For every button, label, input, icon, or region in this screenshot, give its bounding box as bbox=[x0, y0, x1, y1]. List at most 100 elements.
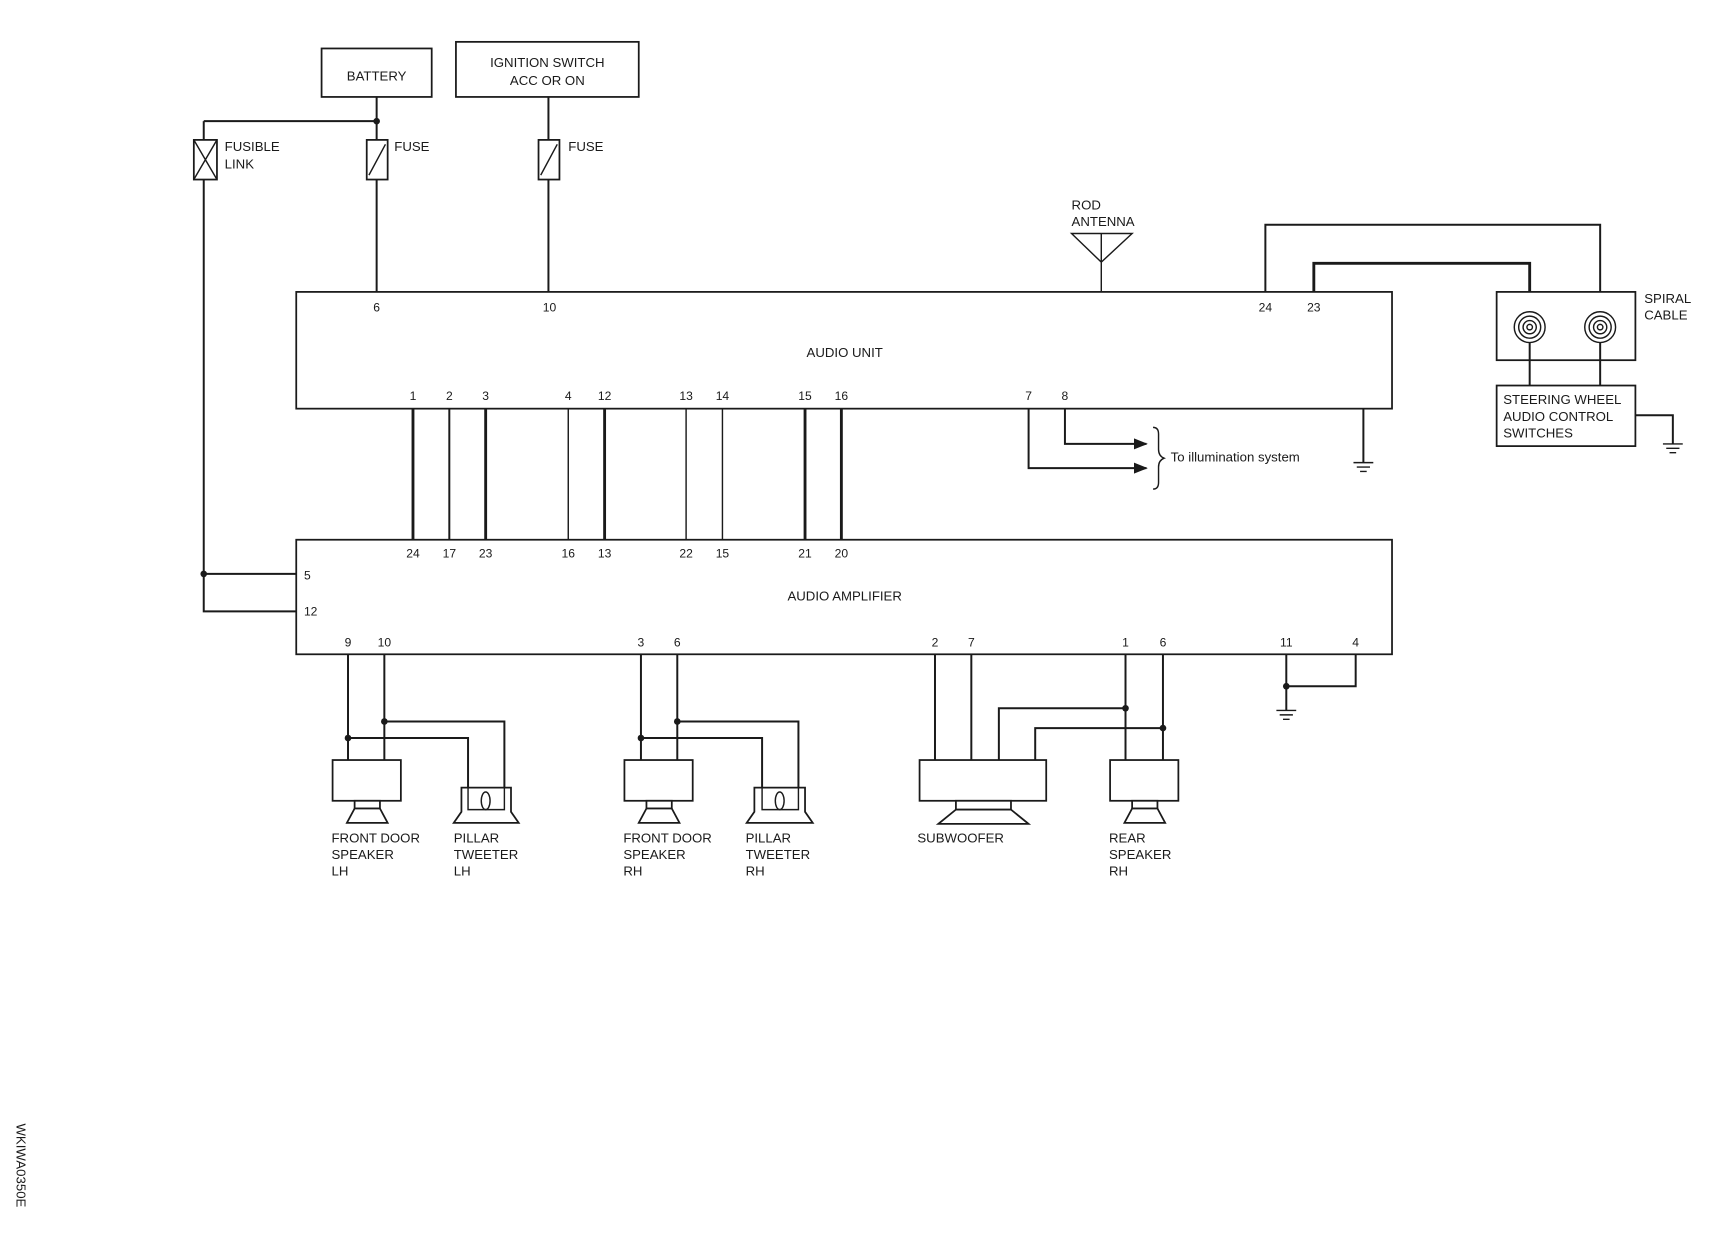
audio-unit-pin-top: 10 bbox=[543, 301, 557, 315]
junction-front-lh bbox=[344, 734, 352, 742]
wire-tweeter-lh-a bbox=[384, 720, 506, 788]
wire-steering-switches-ground bbox=[1635, 414, 1674, 444]
spiral-coil-icon bbox=[1584, 311, 1617, 344]
illumination-wiring: To illumination system bbox=[1027, 408, 1300, 490]
speaker-label-1: PILLAR bbox=[454, 831, 500, 846]
fusible-link-cross bbox=[193, 139, 218, 180]
junction-amp-5 bbox=[200, 570, 208, 578]
fuse-battery: FUSE bbox=[365, 139, 430, 181]
audio-amplifier: AUDIO AMPLIFIER 24 17 23 16 13 22 15 21 … bbox=[295, 538, 1393, 656]
audio-unit-pin-bottom: 14 bbox=[716, 389, 730, 403]
audio-unit-pin-bottom: 8 bbox=[1062, 389, 1069, 403]
speaker-label-1: FRONT DOOR bbox=[331, 831, 420, 846]
audio-unit-pin-top: 23 bbox=[1307, 301, 1321, 315]
speaker-label-1: SUBWOOFER bbox=[917, 831, 1004, 846]
speaker-neck bbox=[353, 799, 381, 810]
illumination-brace bbox=[1152, 426, 1166, 490]
amp-pin-bottom: 9 bbox=[345, 636, 352, 650]
steering-wiring bbox=[1264, 223, 1602, 312]
ground-icon bbox=[1276, 709, 1297, 720]
ground-icon bbox=[1353, 461, 1374, 473]
audio-unit: AUDIO UNIT 6 10 24 23 1 2 3 4 12 13 14 1… bbox=[295, 291, 1393, 410]
speaker-magnet bbox=[1109, 759, 1180, 802]
amp-pin-top: 17 bbox=[443, 546, 457, 560]
audio-unit-ground bbox=[1353, 408, 1374, 473]
speaker-label-3: RH bbox=[623, 864, 642, 879]
rod-antenna: ROD ANTENNA bbox=[1069, 197, 1135, 292]
audio-amplifier-label: AUDIO AMPLIFIER bbox=[787, 588, 901, 603]
speaker-label-1: FRONT DOOR bbox=[623, 831, 712, 846]
amp-pin-top: 13 bbox=[598, 546, 612, 560]
antenna-label-1: ROD bbox=[1072, 197, 1101, 212]
pillar-tweeter-lh: PILLAR TWEETER LH bbox=[452, 786, 521, 879]
speaker-label-2: TWEETER bbox=[454, 847, 519, 862]
audio-unit-pin-bottom: 13 bbox=[679, 389, 693, 403]
speaker-label-2: TWEETER bbox=[746, 847, 811, 862]
speaker-label-2: SPEAKER bbox=[331, 847, 393, 862]
amp-pin-bottom: 11 bbox=[1280, 636, 1293, 650]
audio-unit-pin-bottom: 1 bbox=[410, 389, 417, 403]
rear-speaker-rh: REAR SPEAKER RH bbox=[1109, 759, 1180, 879]
amp-pin-bottom: 10 bbox=[378, 636, 392, 650]
subwoofer: SUBWOOFER bbox=[917, 759, 1048, 846]
speaker-label-1: PILLAR bbox=[746, 831, 792, 846]
amp-pin-top: 16 bbox=[562, 546, 576, 560]
junction-front-rh bbox=[673, 718, 681, 725]
amp-pin-top: 23 bbox=[479, 546, 493, 560]
spiral-coil-ring bbox=[1592, 319, 1608, 335]
amp-pin-bottom: 6 bbox=[674, 636, 681, 650]
wire-tweeter-lh-b bbox=[348, 737, 470, 788]
figure-id: WKIWA0350E bbox=[14, 1123, 29, 1207]
junction-amp-ground bbox=[1282, 682, 1290, 690]
speaker-label-2: SPEAKER bbox=[1109, 847, 1171, 862]
audio-unit-pin-top: 24 bbox=[1259, 301, 1273, 315]
wire-audio-unit-23-to-spiral bbox=[1312, 261, 1532, 312]
antenna-label-2: ANTENNA bbox=[1072, 214, 1135, 229]
steering-switches-label-2: AUDIO CONTROL bbox=[1503, 409, 1613, 424]
front-door-speaker-lh: FRONT DOOR SPEAKER LH bbox=[331, 759, 420, 879]
amp-pin-top: 15 bbox=[716, 546, 730, 560]
spiral-coil-ring bbox=[1526, 323, 1534, 331]
amp-pin-bottom: 2 bbox=[932, 636, 939, 650]
speaker-label-3: RH bbox=[1109, 864, 1128, 879]
audio-unit-pin-bottom: 7 bbox=[1025, 389, 1032, 403]
audio-unit-pin-bottom: 15 bbox=[798, 389, 812, 403]
fuse-battery-label: FUSE bbox=[394, 139, 429, 154]
amp-pin-left: 5 bbox=[304, 568, 311, 582]
audio-unit-pin-top: 6 bbox=[373, 301, 380, 315]
battery-box bbox=[320, 47, 433, 98]
wire-audio-unit-7-illumination bbox=[1027, 408, 1148, 474]
audio-unit-label: AUDIO UNIT bbox=[807, 345, 883, 360]
speaker-magnet bbox=[918, 759, 1048, 802]
speaker-label-2: SPEAKER bbox=[623, 847, 685, 862]
speaker-neck bbox=[955, 799, 1012, 811]
amp-pin-top: 20 bbox=[835, 546, 849, 560]
illumination-label: To illumination system bbox=[1171, 450, 1300, 465]
ignition-switch-label-2: ACC OR ON bbox=[510, 73, 585, 88]
fuse-ignition: FUSE bbox=[537, 139, 604, 181]
amp-pin-bottom: 3 bbox=[638, 636, 645, 650]
audio-unit-pin-bottom: 4 bbox=[565, 389, 572, 403]
speaker-label-3: LH bbox=[454, 864, 471, 879]
spiral-coil-ring bbox=[1517, 315, 1542, 339]
tweeter-housing bbox=[452, 786, 521, 824]
audio-unit-pin-bottom: 12 bbox=[598, 389, 612, 403]
wire-rear-to-subwoofer-b bbox=[1034, 727, 1163, 761]
speaker-wiring bbox=[344, 654, 1167, 788]
audio-unit-pin-bottom: 2 bbox=[446, 389, 453, 403]
power-wiring bbox=[200, 96, 550, 613]
wire-tweeter-rh-a bbox=[677, 720, 800, 788]
fusible-link-label-1: FUSIBLE bbox=[225, 139, 280, 154]
fuse-ignition-label: FUSE bbox=[568, 139, 603, 154]
speaker-cone-icon bbox=[637, 807, 681, 824]
tweeter-housing bbox=[744, 786, 815, 824]
speaker-label-3: RH bbox=[746, 864, 765, 879]
junction-front-lh bbox=[381, 718, 388, 725]
speaker-label-1: REAR bbox=[1109, 831, 1146, 846]
tweeter-coil-icon bbox=[774, 791, 785, 811]
speaker-cone-icon bbox=[1122, 807, 1167, 824]
ignition-switch-label-1: IGNITION SWITCH bbox=[490, 55, 604, 70]
fusible-link: FUSIBLE LINK bbox=[192, 139, 280, 181]
junction-rear-rh bbox=[1159, 724, 1167, 732]
